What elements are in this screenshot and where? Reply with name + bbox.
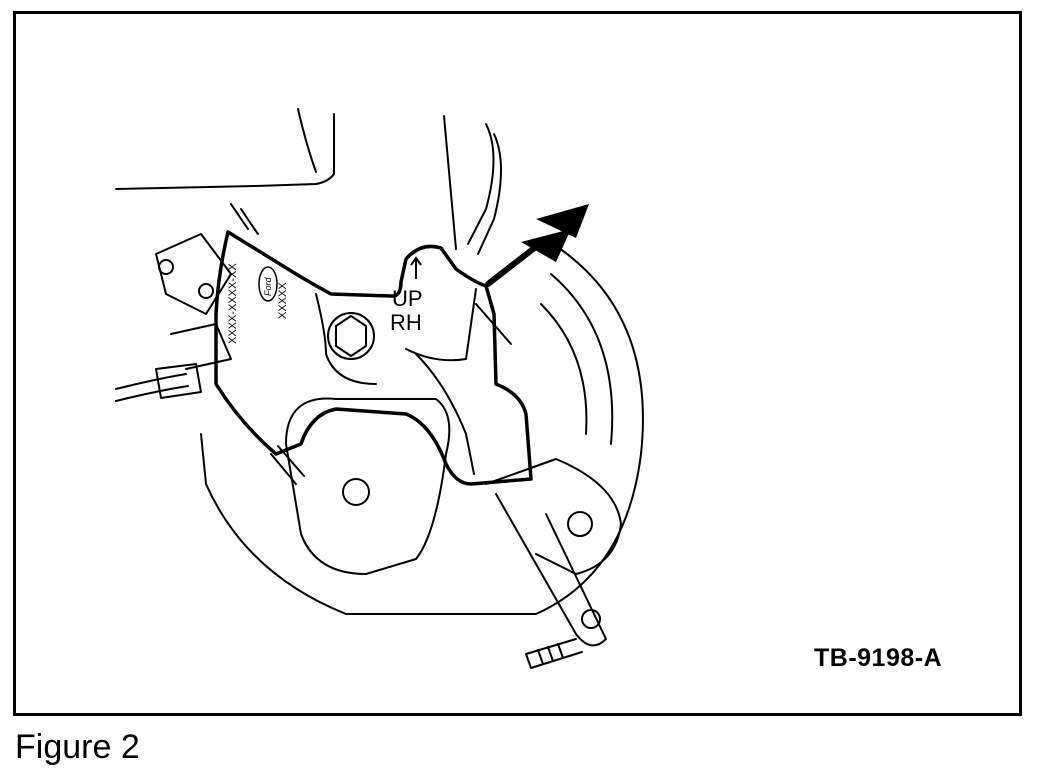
shield-contour-3 <box>415 353 475 475</box>
callout-arrow-icon-2 <box>521 229 571 262</box>
splash-shield <box>214 230 533 486</box>
strut-line-right2 <box>477 133 502 255</box>
figure-caption: Figure 2 <box>15 728 140 766</box>
tie-rod <box>495 493 607 647</box>
up-arrow-icon <box>410 256 422 279</box>
strut-line-left <box>443 115 457 250</box>
stud-nut <box>581 609 601 629</box>
ford-logo-text: Ford <box>263 277 273 297</box>
stud <box>525 638 583 669</box>
stud-threads <box>537 643 564 665</box>
shield-rh-label: RH <box>390 310 422 335</box>
figure-frame: UP RH XXXX-XXXX-XX XXXXX Ford TB-9198-A <box>13 11 1022 716</box>
rotor-inner2 <box>540 303 588 435</box>
rotor-inner <box>550 273 614 445</box>
callout-arrow-icon <box>536 204 589 238</box>
brake-hose-2 <box>115 385 189 402</box>
shield-up-label: UP <box>392 286 423 311</box>
strut-line-right <box>467 123 495 245</box>
shield-bolt-hex <box>335 315 367 357</box>
fender-line <box>115 113 335 190</box>
shield-tab <box>475 303 512 345</box>
sensor-wire <box>230 203 259 235</box>
hose-bracket <box>170 323 232 370</box>
bracket-bolt-2 <box>198 283 214 299</box>
shield-contour-2 <box>405 288 477 362</box>
hose-fitting <box>155 363 202 399</box>
knuckle-arm <box>485 458 622 575</box>
caliper-body <box>285 397 451 575</box>
figure-id-label: TB-9198-A <box>814 644 943 672</box>
brake-shield-illustration: UP RH XXXX-XXXX-XX XXXXX Ford <box>115 108 644 669</box>
brake-hose-1 <box>115 373 187 390</box>
shield-center-bolt <box>327 312 375 360</box>
ford-logo-icon <box>258 266 278 302</box>
fender-curve <box>297 108 317 173</box>
knuckle-hole <box>567 511 593 537</box>
shield-code: XXXXX <box>277 282 289 319</box>
caliper-bolt-hole <box>342 478 370 506</box>
shield-contour-1 <box>315 293 377 385</box>
shield-part-number: XXXX-XXXX-XX <box>227 263 239 344</box>
